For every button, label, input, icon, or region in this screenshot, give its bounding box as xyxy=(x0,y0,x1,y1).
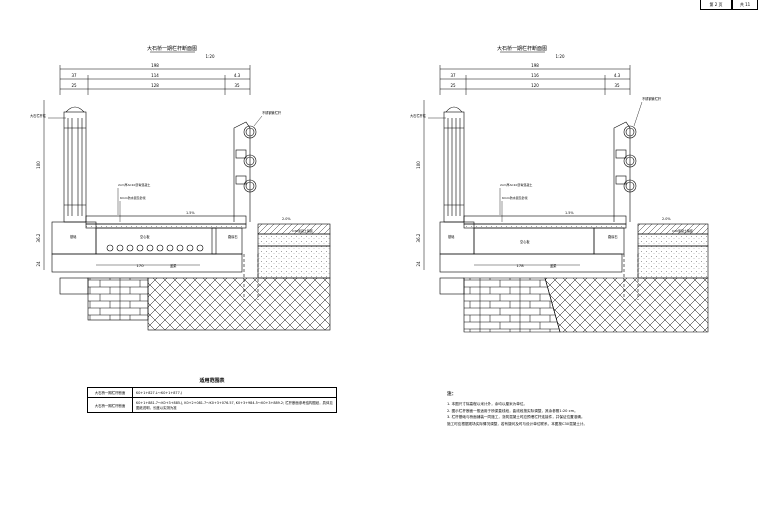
left-dim-a: 37 xyxy=(71,73,77,78)
note-item: 1. 本图尺寸除高程以米计外，余均以厘米为单位。 xyxy=(447,401,528,406)
right-dimensions xyxy=(423,65,631,270)
right-label-slope: 1.5% xyxy=(565,211,574,215)
right-dim-d: 25 xyxy=(450,83,456,88)
left-dim-c: 4.3 xyxy=(234,73,241,78)
left-dim-total: 198 xyxy=(151,63,159,68)
left-label-waterproof: 6mm防水层及砂浆 xyxy=(120,195,146,200)
left-stone-base xyxy=(87,277,149,321)
left-label-base: 基础 xyxy=(70,234,76,239)
sheet-total-box: 共 11 xyxy=(732,0,758,10)
left-label-asphalt: 2cm厚AC10沥青混凝土 xyxy=(118,182,150,187)
note-item: 3. 栏杆基础与桥面铺装一同施工，浇筑混凝土时应预埋栏杆连接件，并保证位置准确。 xyxy=(447,415,585,420)
left-dim-height: 100 xyxy=(36,161,41,169)
right-scale: 1:20 xyxy=(556,54,565,59)
right-label-beam: 盖梁 xyxy=(550,263,557,268)
left-steel-railing xyxy=(233,121,257,222)
right-label-waterproof: 6mm防水层及砂浆 xyxy=(502,195,528,200)
right-dim-c: 4.3 xyxy=(614,73,621,78)
right-deck xyxy=(439,215,627,273)
scope-row-value: K0+1+881.7～K0+3+885.J, K0+2+081.7～K0+3+0… xyxy=(132,397,337,413)
scope-row-value: K0+1+827.L～K0+1+877.J xyxy=(132,387,337,398)
right-dim-height: 100 xyxy=(416,161,421,169)
right-dim-bottom: 178 xyxy=(516,263,524,268)
right-dim-e: 120 xyxy=(531,83,539,88)
left-dimensions xyxy=(43,65,251,270)
table-row: 大石桥一期栏杆断面 K0+1+881.7～K0+3+885.J, K0+2+08… xyxy=(87,397,337,413)
right-section-drawing: 大石桥一期栏杆断面图 1:20 198 37 116 4.3 25 120 35… xyxy=(410,45,709,333)
left-stone-post xyxy=(63,106,87,223)
scope-row-label: 大石桥一期栏杆断面 xyxy=(87,397,133,413)
scope-row-label: 大石桥一期栏杆断面 xyxy=(87,387,133,398)
right-label-curb: 路缘石 xyxy=(608,234,618,239)
note-item: 施工时应根据现场实际情况调整，若有疑问及时与设计单位联系，本图按C30混凝土计。 xyxy=(447,422,588,427)
left-dim-e: 128 xyxy=(151,83,159,88)
sheet-number-box: 第 2 页 xyxy=(700,0,732,10)
left-label-slope: 1.5% xyxy=(186,211,195,215)
left-label-stone: 大石栏杆柱 xyxy=(30,113,47,118)
left-label-slope2: 2.0% xyxy=(282,217,291,221)
left-road xyxy=(147,223,331,331)
scope-table: 适用范围表 大石桥一期栏杆断面 K0+1+827.L～K0+1+877.J 大石… xyxy=(87,377,337,413)
right-dim-f: 35 xyxy=(614,83,620,88)
left-label-steel: 不锈钢管栏杆 xyxy=(262,110,282,115)
right-label-asphalt: 2cm厚AC10沥青混凝土 xyxy=(500,182,532,187)
left-label-slab: 空心板 xyxy=(140,234,150,239)
left-dim-height3: 24 xyxy=(36,261,41,267)
right-label-conc: C30混凝土铺装 xyxy=(672,228,693,233)
right-dim-b: 116 xyxy=(531,73,539,78)
left-dim-height2: 36.2 xyxy=(36,233,41,242)
right-steel-railing xyxy=(613,121,637,222)
right-road xyxy=(544,223,709,333)
left-label-beam: 盖梁 xyxy=(170,263,177,268)
left-dim-b: 114 xyxy=(151,73,159,78)
right-stone-base xyxy=(463,277,561,333)
table-row: 大石桥一期栏杆断面 K0+1+827.L～K0+1+877.J xyxy=(87,387,337,398)
right-dim-height2: 36.2 xyxy=(416,233,421,242)
notes-block: 注： 1. 本图尺寸除高程以米计外，余均以厘米为单位。 2. 图示栏杆断面一般适… xyxy=(447,392,747,428)
notes-title: 注： xyxy=(447,392,457,397)
scope-table-title: 适用范围表 xyxy=(199,378,225,384)
right-label-slope2: 2.0% xyxy=(662,217,671,221)
right-dim-height3: 24 xyxy=(416,261,421,267)
left-section-drawing: 大石桥一期栏杆断面图 1:20 198 37 114 4.3 25 128 35… xyxy=(30,45,331,331)
scope-table-grid: 大石桥一期栏杆断面 K0+1+827.L～K0+1+877.J 大石桥一期栏杆断… xyxy=(87,387,337,413)
left-label-curb: 路缘石 xyxy=(228,234,238,239)
left-label-conc: C30混凝土铺装 xyxy=(292,228,313,233)
right-label-base: 基础 xyxy=(448,234,454,239)
right-stone-post xyxy=(443,106,465,223)
left-scale: 1:20 xyxy=(206,54,215,59)
note-item: 2. 图示栏杆断面一般适用于桥梁直线段，曲线段按实际调整，其余参照1:20 cm… xyxy=(447,408,578,413)
right-label-stone: 大石栏杆柱 xyxy=(410,113,427,118)
right-label-steel: 不锈钢管栏杆 xyxy=(642,96,662,101)
left-deck xyxy=(51,215,247,273)
left-dim-bottom: 170 xyxy=(136,263,144,268)
right-label-slab: 空心板 xyxy=(520,239,530,244)
left-title: 大石桥一期栏杆断面图 xyxy=(147,45,197,52)
right-dim-a: 37 xyxy=(450,73,456,78)
right-title: 大石桥一期栏杆断面图 xyxy=(497,45,547,52)
right-dim-total: 198 xyxy=(531,63,539,68)
left-dim-d: 25 xyxy=(71,83,77,88)
left-dim-f: 35 xyxy=(234,83,240,88)
